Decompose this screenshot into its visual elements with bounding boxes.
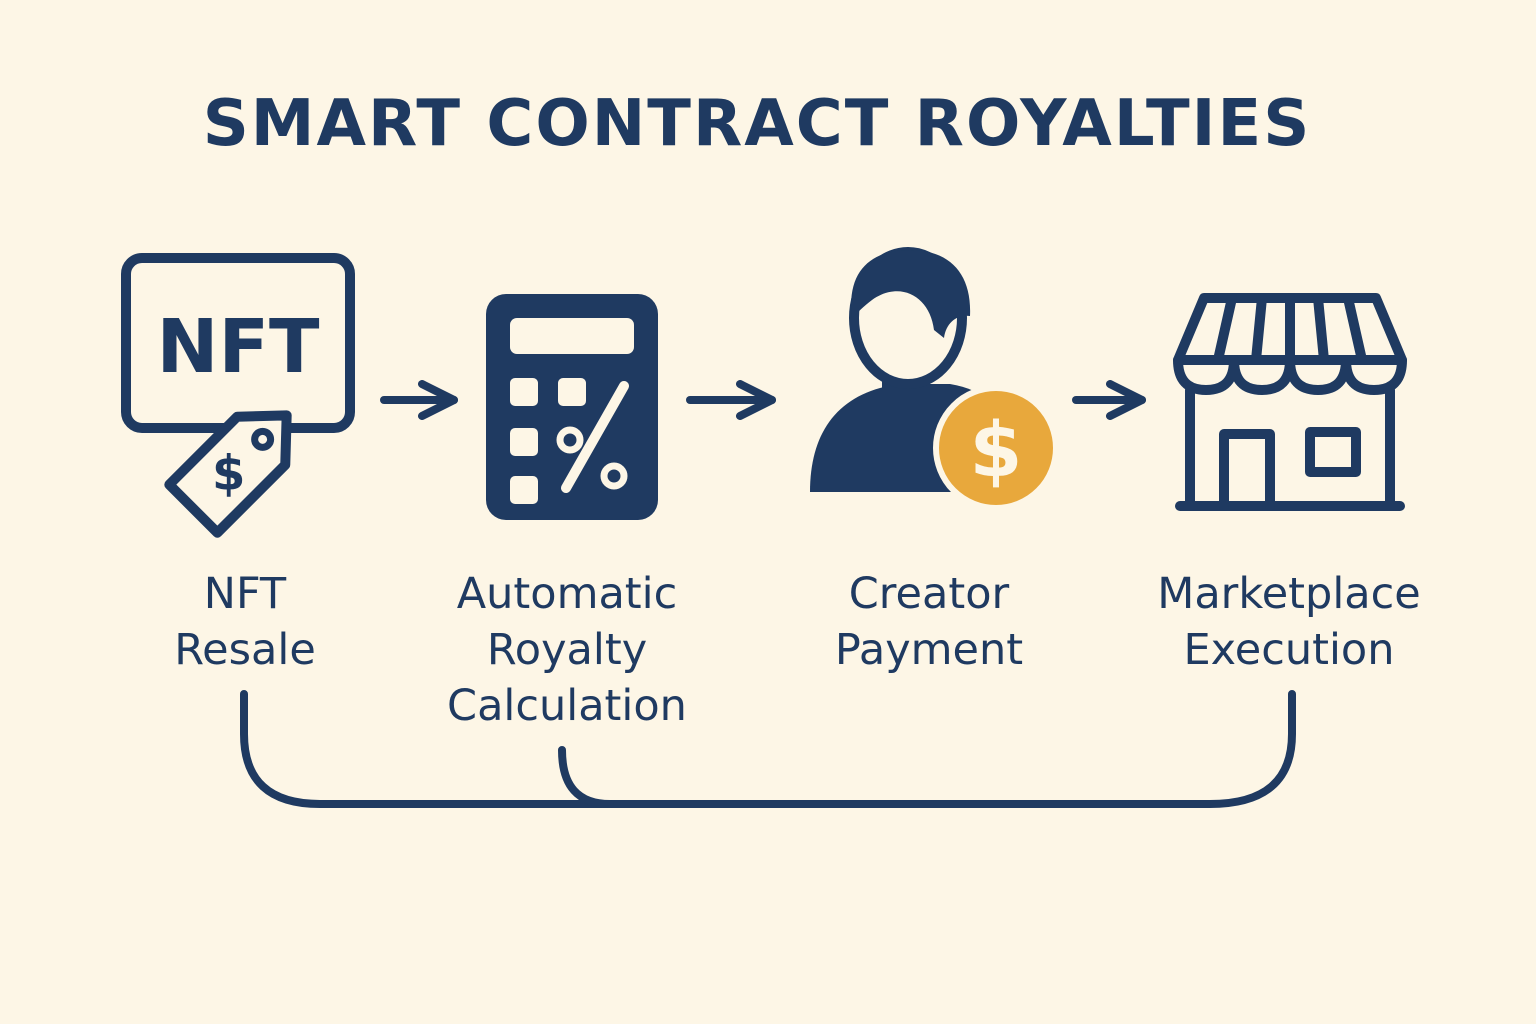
- feedback-bracket: [240, 690, 1296, 808]
- calculator-percent-icon: [486, 294, 658, 520]
- person-hair: [851, 250, 971, 338]
- nft-frame-text: NFT: [157, 304, 320, 390]
- step-label-line: Creator: [848, 569, 1010, 619]
- storefront-icon: [1173, 293, 1407, 511]
- page-title: SMART CONTRACT ROYALTIES: [202, 87, 1312, 161]
- step-label-line: Royalty: [486, 625, 648, 675]
- step-label-royalty-calculation: Automatic Royalty Calculation: [402, 566, 732, 734]
- step-label-nft-resale: NFT Resale: [80, 566, 410, 678]
- nft-tag-icon: NFT $: [121, 253, 355, 538]
- step-label-creator-payment: Creator Payment: [764, 566, 1094, 678]
- step-label-line: Marketplace: [1157, 569, 1421, 619]
- step-label-line: NFT: [203, 569, 287, 619]
- coin-dollar: $: [970, 405, 1023, 494]
- price-tag-dollar: $: [212, 445, 245, 501]
- step-label-line: Payment: [834, 625, 1024, 675]
- creator-coin-icon: $: [810, 247, 1059, 511]
- price-tag: $: [164, 410, 292, 538]
- step-label-line: Resale: [174, 625, 316, 675]
- coin: [933, 385, 1059, 511]
- step-label-line: Automatic: [456, 569, 678, 619]
- step-label-line: Calculation: [447, 681, 687, 731]
- step-label-line: Execution: [1183, 625, 1395, 675]
- step-label-marketplace-execution: Marketplace Execution: [1124, 566, 1454, 678]
